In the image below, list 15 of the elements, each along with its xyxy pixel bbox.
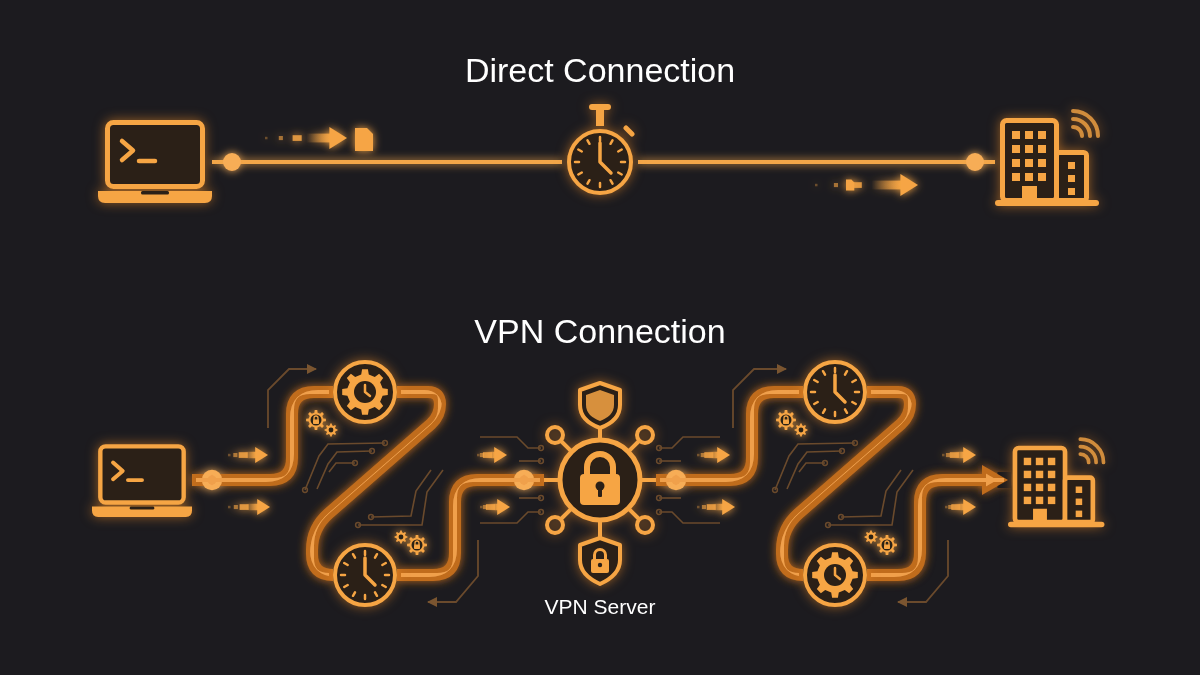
connector-line: [212, 153, 562, 171]
clock-icon: [333, 543, 397, 607]
laptop-icon: [98, 120, 212, 204]
laptop-icon: [92, 444, 192, 518]
pipe-line: [192, 386, 333, 491]
gear-clock-icon: [333, 360, 397, 424]
section-heading: Direct Connection: [464, 50, 736, 90]
gear-clock-icon: [803, 543, 867, 607]
pipe-line: [397, 469, 544, 581]
node-label: VPN Server: [544, 595, 656, 619]
pipe-line: [776, 386, 916, 581]
clock-icon: [803, 360, 867, 424]
pipe-line: [306, 386, 446, 581]
section-heading: VPN Connection: [474, 311, 726, 351]
connector-line: [638, 153, 995, 171]
